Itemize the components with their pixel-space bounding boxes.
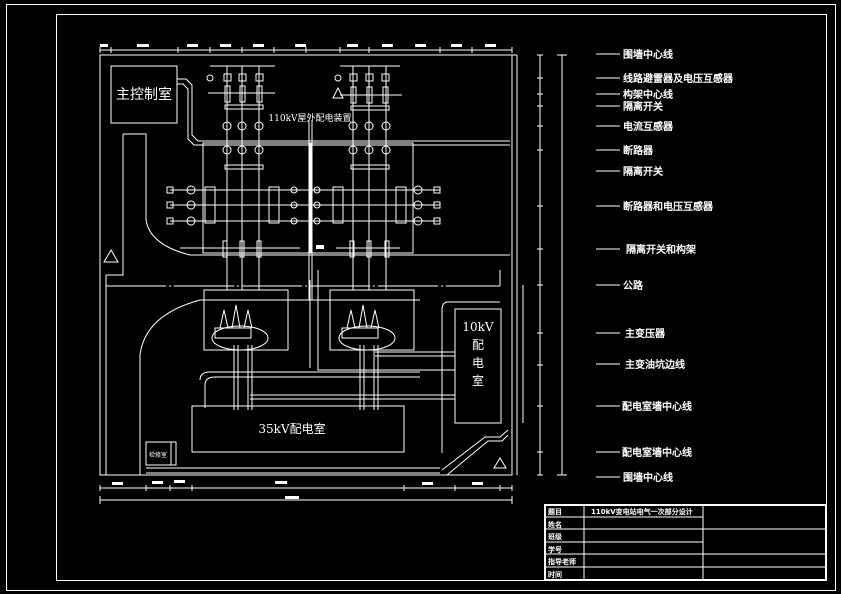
main-control-room [110, 65, 178, 124]
bay-1-incoming [206, 65, 275, 290]
title-block-label: 指导老师 [548, 557, 576, 566]
legend-item: 隔离开关和构架 [626, 243, 696, 256]
legend-item: 构架中心线 [623, 88, 673, 101]
inner-frame [56, 14, 827, 581]
lightning-rod-icon [332, 86, 344, 99]
legend-leaders [596, 53, 620, 478]
legend-item: 配电室墙中心线 [622, 446, 692, 459]
cable-duct [177, 78, 510, 142]
bottom-dimension-chain [99, 480, 513, 504]
lightning-rod-icon [103, 249, 119, 263]
main-transformer-2 [329, 289, 415, 410]
lightning-rod-icon [493, 457, 507, 469]
title-block-label: 题目 [547, 507, 562, 516]
legend-item: 围墙中心线 [623, 471, 673, 484]
top-dimension-chain [99, 44, 513, 53]
small-room [145, 441, 177, 466]
title-block-label: 学号 [548, 545, 562, 554]
title-block-label: 班级 [548, 532, 563, 541]
outer-frame [6, 4, 836, 591]
legend-item: 配电室墙中心线 [622, 400, 692, 413]
room-10kv-label-1: 10kV [462, 320, 494, 334]
legend-item: 主变油坑边线 [625, 358, 685, 371]
legend-item: 断路器 [623, 144, 654, 157]
enclosure-wall [99, 54, 513, 476]
legend-item: 电流互感器 [623, 120, 674, 133]
main-control-room-label: 主控制室 [116, 86, 172, 103]
room-10kv [454, 308, 502, 424]
bay-2-incoming [334, 65, 402, 290]
legend-item: 隔离开关 [623, 100, 663, 113]
title-block-title: 110kV变电站电气一次部分设计 [591, 507, 693, 516]
main-transformer-1 [203, 289, 289, 410]
right-dimension-chain [522, 54, 567, 476]
small-room-label: 检修室 [149, 451, 167, 459]
room-10kv-label-4: 室 [472, 373, 484, 388]
legend-item: 线路避雷器及电压互感器 [623, 72, 734, 85]
room-35kv [191, 405, 405, 453]
disconnector-row [180, 120, 400, 300]
road-edge [123, 133, 510, 256]
title-block: 题目 110kV变电站电气一次部分设计 姓名 班级 学号 指导老师 时间 [544, 504, 827, 581]
room-10kv-label-2: 配 [472, 338, 484, 352]
legend-item: 主变压器 [625, 327, 666, 340]
legend: 围墙中心线 线路避雷器及电压互感器 构架中心线 隔离开关 电流互感器 断路器 隔… [622, 48, 734, 484]
title-block-label: 姓名 [547, 520, 562, 529]
title-block-label: 时间 [548, 570, 562, 579]
room-10kv-label-3: 电 [472, 356, 484, 370]
outdoor-110kv-label: 110kV屋外配电装置 [268, 112, 351, 124]
busbars [166, 185, 441, 226]
legend-item: 隔离开关 [623, 165, 663, 178]
legend-item: 公路 [623, 279, 644, 292]
legend-item: 断路器和电压互感器 [623, 200, 714, 213]
room-35kv-label: 35kV配电室 [258, 421, 325, 436]
legend-item: 围墙中心线 [623, 48, 673, 61]
